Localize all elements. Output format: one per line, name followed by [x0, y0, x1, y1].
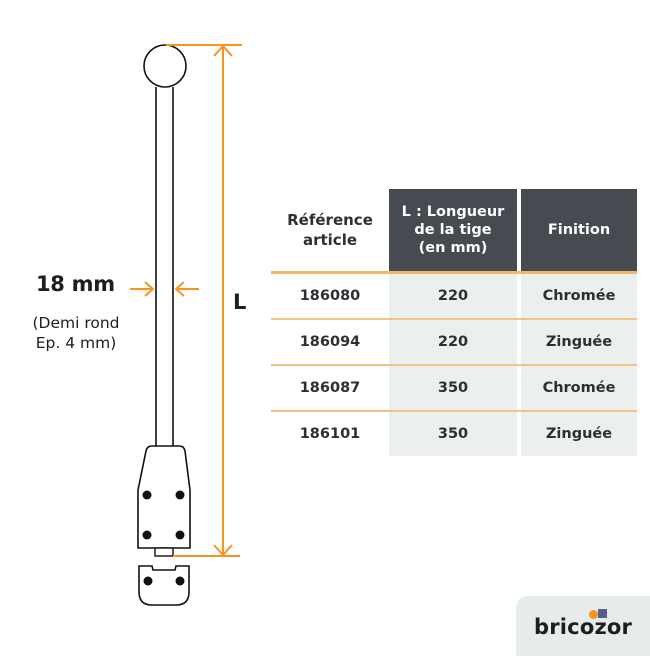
header-reference-line1: Référence — [287, 211, 373, 229]
spec-table: Référence article L : Longueur de la tig… — [271, 189, 637, 456]
cell-length: 220 — [389, 320, 517, 366]
bracket-body — [137, 445, 191, 549]
header-length-line3: (en mm) — [418, 240, 488, 256]
width-note: (Demi rond Ep. 4 mm) — [20, 313, 132, 353]
width-note-line1: (Demi rond — [32, 314, 120, 332]
lower-clip — [138, 565, 190, 606]
cell-reference: 186080 — [271, 274, 389, 320]
column-gap — [517, 320, 521, 366]
header-length: L : Longueur de la tige (en mm) — [389, 189, 517, 274]
cell-reference: 186087 — [271, 366, 389, 412]
table-row: 186101 350 Zinguée — [271, 412, 637, 456]
cell-finish: Zinguée — [521, 320, 637, 366]
header-length-line1: L : Longueur — [401, 204, 505, 220]
header-length-line2: de la tige — [414, 222, 492, 238]
cell-finish: Chromée — [521, 274, 637, 320]
cell-length: 220 — [389, 274, 517, 320]
width-note-line2: Ep. 4 mm) — [35, 334, 117, 352]
logo-purple-square-icon — [598, 609, 607, 618]
brand-logo-badge — [516, 596, 650, 656]
header-finish-line1: Finition — [547, 222, 611, 238]
header-finish: Finition — [521, 189, 637, 274]
table-row: 186080 220 Chromée — [271, 274, 637, 320]
column-gap — [517, 274, 521, 320]
cell-reference: 186094 — [271, 320, 389, 366]
cell-length: 350 — [389, 366, 517, 412]
length-label: L — [233, 290, 247, 314]
width-dimension — [130, 281, 199, 297]
brand-logo-text: bricozor — [534, 615, 633, 639]
header-reference: Référence article — [271, 189, 389, 274]
length-dimension — [166, 44, 242, 557]
cell-length: 350 — [389, 412, 517, 456]
rod-tip — [154, 547, 174, 557]
logo-orange-dot-icon — [589, 610, 598, 619]
cell-finish: Zinguée — [521, 412, 637, 456]
cell-reference: 186101 — [299, 426, 361, 442]
table-row: 186087 350 Chromée — [271, 366, 637, 412]
table-header-row: Référence article L : Longueur de la tig… — [271, 189, 637, 274]
width-label: 18 mm — [36, 272, 115, 296]
table-row: 186094 220 Zinguée — [271, 320, 637, 366]
column-gap — [517, 412, 521, 456]
column-gap — [517, 189, 521, 274]
ball-knob — [143, 44, 187, 88]
cell-finish: Chromée — [521, 366, 637, 412]
column-gap — [517, 366, 521, 412]
header-reference-line2: article — [302, 231, 358, 249]
